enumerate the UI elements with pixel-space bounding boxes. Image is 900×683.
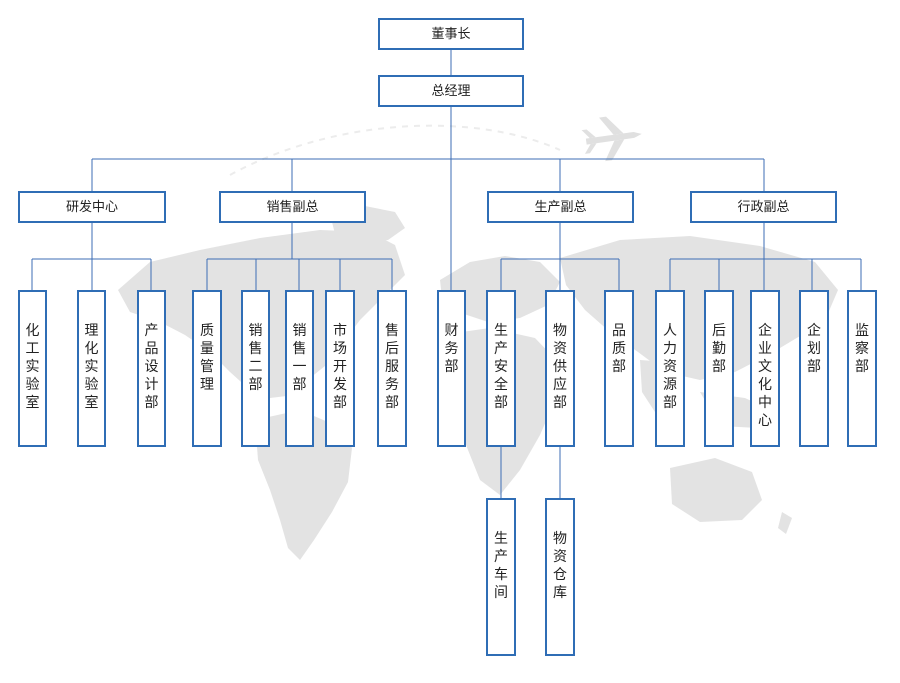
dept-human-resources: 人力资源部 [655, 290, 685, 447]
dept-phys-lab: 理化实验室 [77, 290, 106, 447]
dept-material-warehouse: 物资仓库 [545, 498, 575, 656]
chairman-label: 董事长 [431, 26, 471, 42]
admin-vp-box: 行政副总 [690, 191, 837, 223]
dept-planning-label: 企划部 [807, 323, 821, 375]
dept-quality: 品质部 [604, 290, 634, 447]
chairman-box: 董事长 [378, 18, 524, 50]
dept-market-development-label: 市场开发部 [333, 323, 347, 411]
rd-center-label: 研发中心 [65, 199, 118, 215]
admin-vp-label: 行政副总 [737, 199, 790, 215]
production-vp-box: 生产副总 [487, 191, 634, 223]
general-manager-box: 总经理 [378, 75, 524, 107]
dept-production-workshop: 生产车间 [486, 498, 516, 656]
production-vp-label: 生产副总 [534, 199, 587, 215]
dept-audit: 监察部 [847, 290, 877, 447]
sales-vp-box: 销售副总 [219, 191, 366, 223]
dept-logistics-label: 后勤部 [712, 323, 726, 375]
dept-after-sales-label: 售后服务部 [385, 323, 399, 411]
dept-sales-1-label: 销售一部 [292, 323, 307, 393]
dept-finance: 财务部 [437, 290, 466, 447]
dept-quality-management: 质量管理 [192, 290, 222, 447]
sales-vp-label: 销售副总 [266, 199, 319, 215]
dept-production-safety-label: 生产安全部 [494, 323, 508, 411]
dept-product-design-label: 产品设计部 [144, 323, 159, 411]
dept-finance-label: 财务部 [444, 323, 459, 375]
dept-quality-label: 品质部 [612, 323, 626, 375]
dept-audit-label: 监察部 [855, 323, 869, 375]
dept-corporate-culture: 企业文化中心 [750, 290, 780, 447]
dept-material-warehouse-label: 物资仓库 [553, 531, 567, 601]
dept-quality-management-label: 质量管理 [200, 323, 214, 393]
dept-human-resources-label: 人力资源部 [663, 323, 677, 411]
dept-production-workshop-label: 生产车间 [494, 531, 508, 601]
dept-sales-2: 销售二部 [241, 290, 270, 447]
dept-product-design: 产品设计部 [137, 290, 166, 447]
dept-material-supply-label: 物资供应部 [553, 323, 567, 411]
dept-chem-lab: 化工实验室 [18, 290, 47, 447]
dept-sales-1: 销售一部 [285, 290, 314, 447]
dept-material-supply: 物资供应部 [545, 290, 575, 447]
general-manager-label: 总经理 [431, 83, 471, 99]
dept-phys-lab-label: 理化实验室 [84, 323, 99, 411]
dept-market-development: 市场开发部 [325, 290, 355, 447]
dept-sales-2-label: 销售二部 [248, 323, 263, 393]
airplane-icon [581, 116, 642, 162]
dept-production-safety: 生产安全部 [486, 290, 516, 447]
dept-after-sales: 售后服务部 [377, 290, 407, 447]
dept-corporate-culture-label: 企业文化中心 [758, 323, 772, 429]
rd-center-box: 研发中心 [18, 191, 166, 223]
dept-planning: 企划部 [799, 290, 829, 447]
dept-chem-lab-label: 化工实验室 [25, 323, 40, 411]
dept-logistics: 后勤部 [704, 290, 734, 447]
